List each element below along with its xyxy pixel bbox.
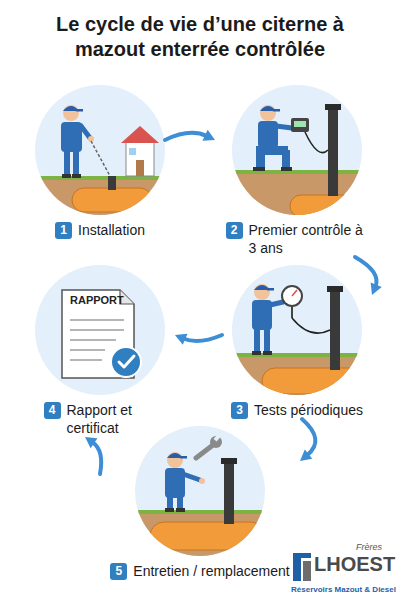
connector-line [92,442,101,474]
callout-number: 2 [226,222,243,239]
connector-line [355,257,377,287]
step-title: Premier contrôle à 3 ans [249,221,369,257]
step-label: 5 Entretien / remplacement [100,562,300,580]
step-circle-fill [232,265,362,395]
step-title: Entretien / remplacement [133,562,289,580]
arrow-head [202,130,215,141]
step-title: Tests périodiques [254,401,363,419]
cycle-arrow [85,437,101,474]
step-title: Installation [78,221,145,239]
step-label: 3 Tests périodiques [222,401,372,419]
step-circle-fill [35,85,165,215]
report-scene [62,290,141,378]
cycle-step: 3 Tests périodiques [222,265,372,419]
connector-line [183,335,222,341]
cycle-step: 2 Premier contrôle à 3 ans [215,85,379,257]
arrow-head [371,283,382,295]
callout-number: 4 [44,402,61,419]
cycle-arrow [300,419,315,461]
diagram-title: Le cycle de vie d’une citerne à mazout e… [45,12,355,62]
step-circle-fill [35,265,165,395]
step-circle-fill [232,85,362,215]
logo-brand: LHOEST [314,553,395,576]
step-label: 2 Premier contrôle à 3 ans [215,221,379,257]
arrow-head [85,437,97,448]
logo-text: Frères [356,542,382,552]
step-circle-fill [135,426,265,556]
step-circle [232,265,362,395]
step-circle [35,265,165,395]
arrow-head [175,334,187,345]
cycle-arrow [175,334,222,345]
logo-tagline: Réservoirs Mazout & Diesel [291,585,396,594]
arrow-head [300,449,312,461]
connector-line [165,133,207,140]
cycle-arrow [165,130,215,141]
cycle-step: 4 Rapport et certificat [25,265,175,437]
cycle-step: 5 Entretien / remplacement [100,426,300,580]
callout-number: 1 [55,222,72,239]
step-label: 4 Rapport et certificat [25,401,175,437]
step-circle [232,85,362,215]
report-heading: RAPPORT [70,294,124,307]
step-label: 1 Installation [35,221,165,239]
step-circle [135,426,265,556]
cycle-step: 1 Installation [35,85,165,239]
step-circle [35,85,165,215]
step-title: Rapport et certificat [67,401,157,437]
callout-number: 5 [110,563,127,580]
callout-number: 3 [231,402,248,419]
logo-mark [293,553,311,581]
cycle-arrow [355,257,382,295]
connector-line [302,419,315,455]
